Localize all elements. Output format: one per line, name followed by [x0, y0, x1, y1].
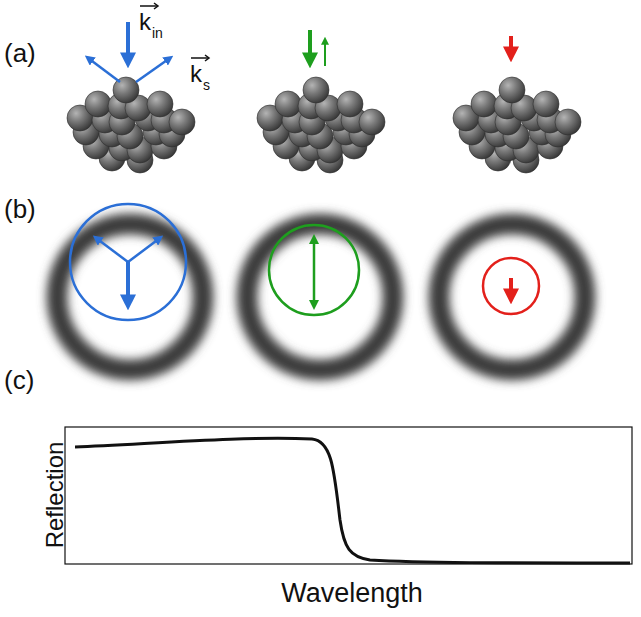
scattering-sphere: [70, 204, 539, 320]
reflection-chart: [65, 427, 632, 564]
particle: [169, 109, 195, 135]
particle: [85, 91, 111, 117]
wavevector-subscript: s: [203, 78, 210, 92]
particle: [471, 91, 497, 117]
axis-label: Wavelength: [281, 580, 423, 607]
panel-letter: (b): [4, 196, 36, 222]
panel-letter: (c): [4, 367, 34, 393]
particle: [555, 109, 581, 135]
particle: [359, 109, 385, 135]
particle: [337, 91, 363, 117]
particle: [533, 91, 559, 117]
wavevector-subscript: in: [152, 26, 163, 40]
panel-letter: (a): [4, 40, 36, 66]
wavevector-symbol: k: [139, 10, 151, 34]
particle: [147, 91, 173, 117]
wave-arrows: [88, 3, 511, 82]
shell-ring: [57, 224, 585, 370]
particle: [499, 77, 525, 103]
particle: [275, 91, 301, 117]
axis-label: Reflection: [43, 442, 67, 549]
particle-cluster: [67, 77, 581, 173]
particle: [303, 77, 329, 103]
wavevector-symbol: k: [190, 62, 202, 86]
